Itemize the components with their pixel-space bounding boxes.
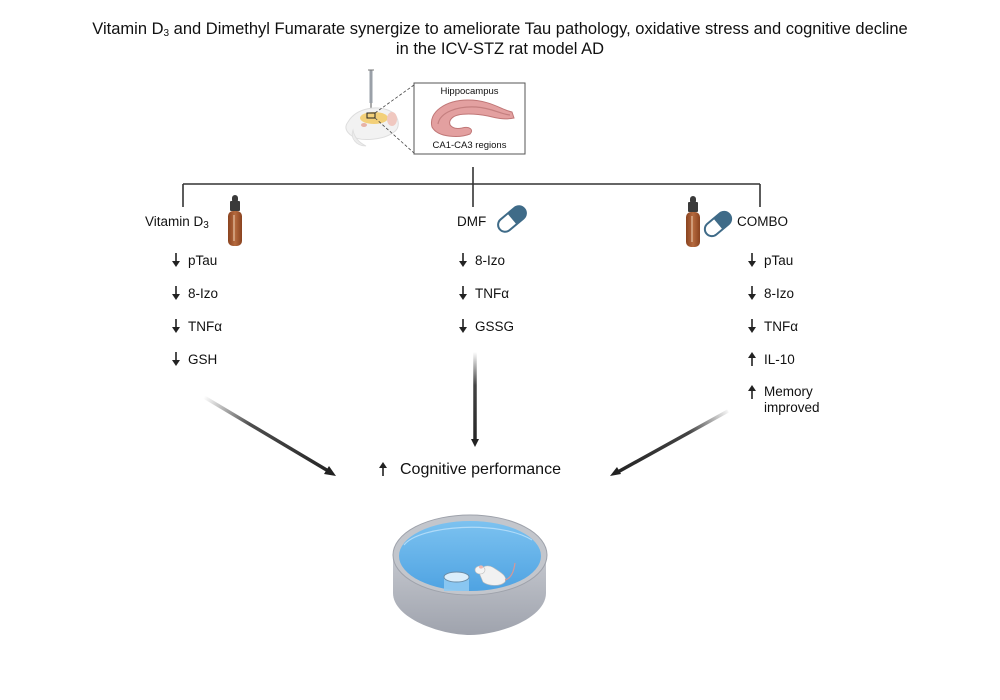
arrow-down-icon xyxy=(458,252,468,268)
combo-capsule-icon xyxy=(703,210,733,238)
memory-text: Memory xyxy=(764,384,813,399)
arrow-up-icon xyxy=(378,462,388,478)
arrow-vitamin-d-to-outcome xyxy=(203,395,336,476)
hippocampus-label: Hippocampus xyxy=(440,86,499,97)
combo-dropper-bottle-icon xyxy=(686,196,700,247)
arrow-down-icon xyxy=(171,252,181,268)
hippocampus-inset xyxy=(413,82,526,155)
water-maze-pool-icon xyxy=(392,514,548,635)
effect-item: TNFα xyxy=(171,318,222,334)
arrow-down-icon xyxy=(171,285,181,301)
arrow-dmf-to-outcome xyxy=(471,352,479,447)
branch-label-vitamin-d: Vitamin D3 xyxy=(145,214,209,231)
rat-icon xyxy=(474,562,516,586)
dropper-bottle-icon xyxy=(228,195,242,246)
ca1-ca3-label: CA1-CA3 regions xyxy=(432,140,507,151)
arrow-down-icon xyxy=(747,285,757,301)
capsule-icon xyxy=(497,205,527,233)
figure-title-line-1: Vitamin D3 and Dimethyl Fumarate synergi… xyxy=(92,20,908,39)
effect-item: 8-Izo xyxy=(747,285,794,301)
arrow-down-icon xyxy=(171,351,181,367)
arrow-up-icon xyxy=(747,385,757,408)
effect-item: TNFα xyxy=(747,318,798,334)
effect-item: TNFα xyxy=(458,285,509,301)
arrow-down-icon xyxy=(747,318,757,334)
arrow-down-icon xyxy=(747,252,757,268)
arrow-down-icon xyxy=(171,318,181,334)
outcome-cognitive-performance: Cognitive performance xyxy=(378,461,561,479)
figure-title-line-2: in the ICV-STZ rat model AD xyxy=(395,40,605,58)
arrow-up-icon xyxy=(747,351,757,367)
arrow-combo-to-outcome xyxy=(610,409,729,476)
branch-label-dmf: DMF xyxy=(457,214,487,229)
effect-item: GSSG xyxy=(458,318,514,334)
effect-item: pTau xyxy=(171,252,217,268)
effect-item: GSH xyxy=(171,351,217,367)
effect-item: 8-Izo xyxy=(171,285,218,301)
improved-text: improved xyxy=(764,400,820,415)
effect-item: IL-10 xyxy=(747,351,795,367)
branch-bracket xyxy=(182,167,761,207)
effect-item: 8-Izo xyxy=(458,252,505,268)
rat-head-injection-icon xyxy=(345,69,415,154)
branch-label-combo: COMBO xyxy=(737,214,789,229)
effect-item: pTau xyxy=(747,252,793,268)
arrow-down-icon xyxy=(458,318,468,334)
arrow-down-icon xyxy=(458,285,468,301)
